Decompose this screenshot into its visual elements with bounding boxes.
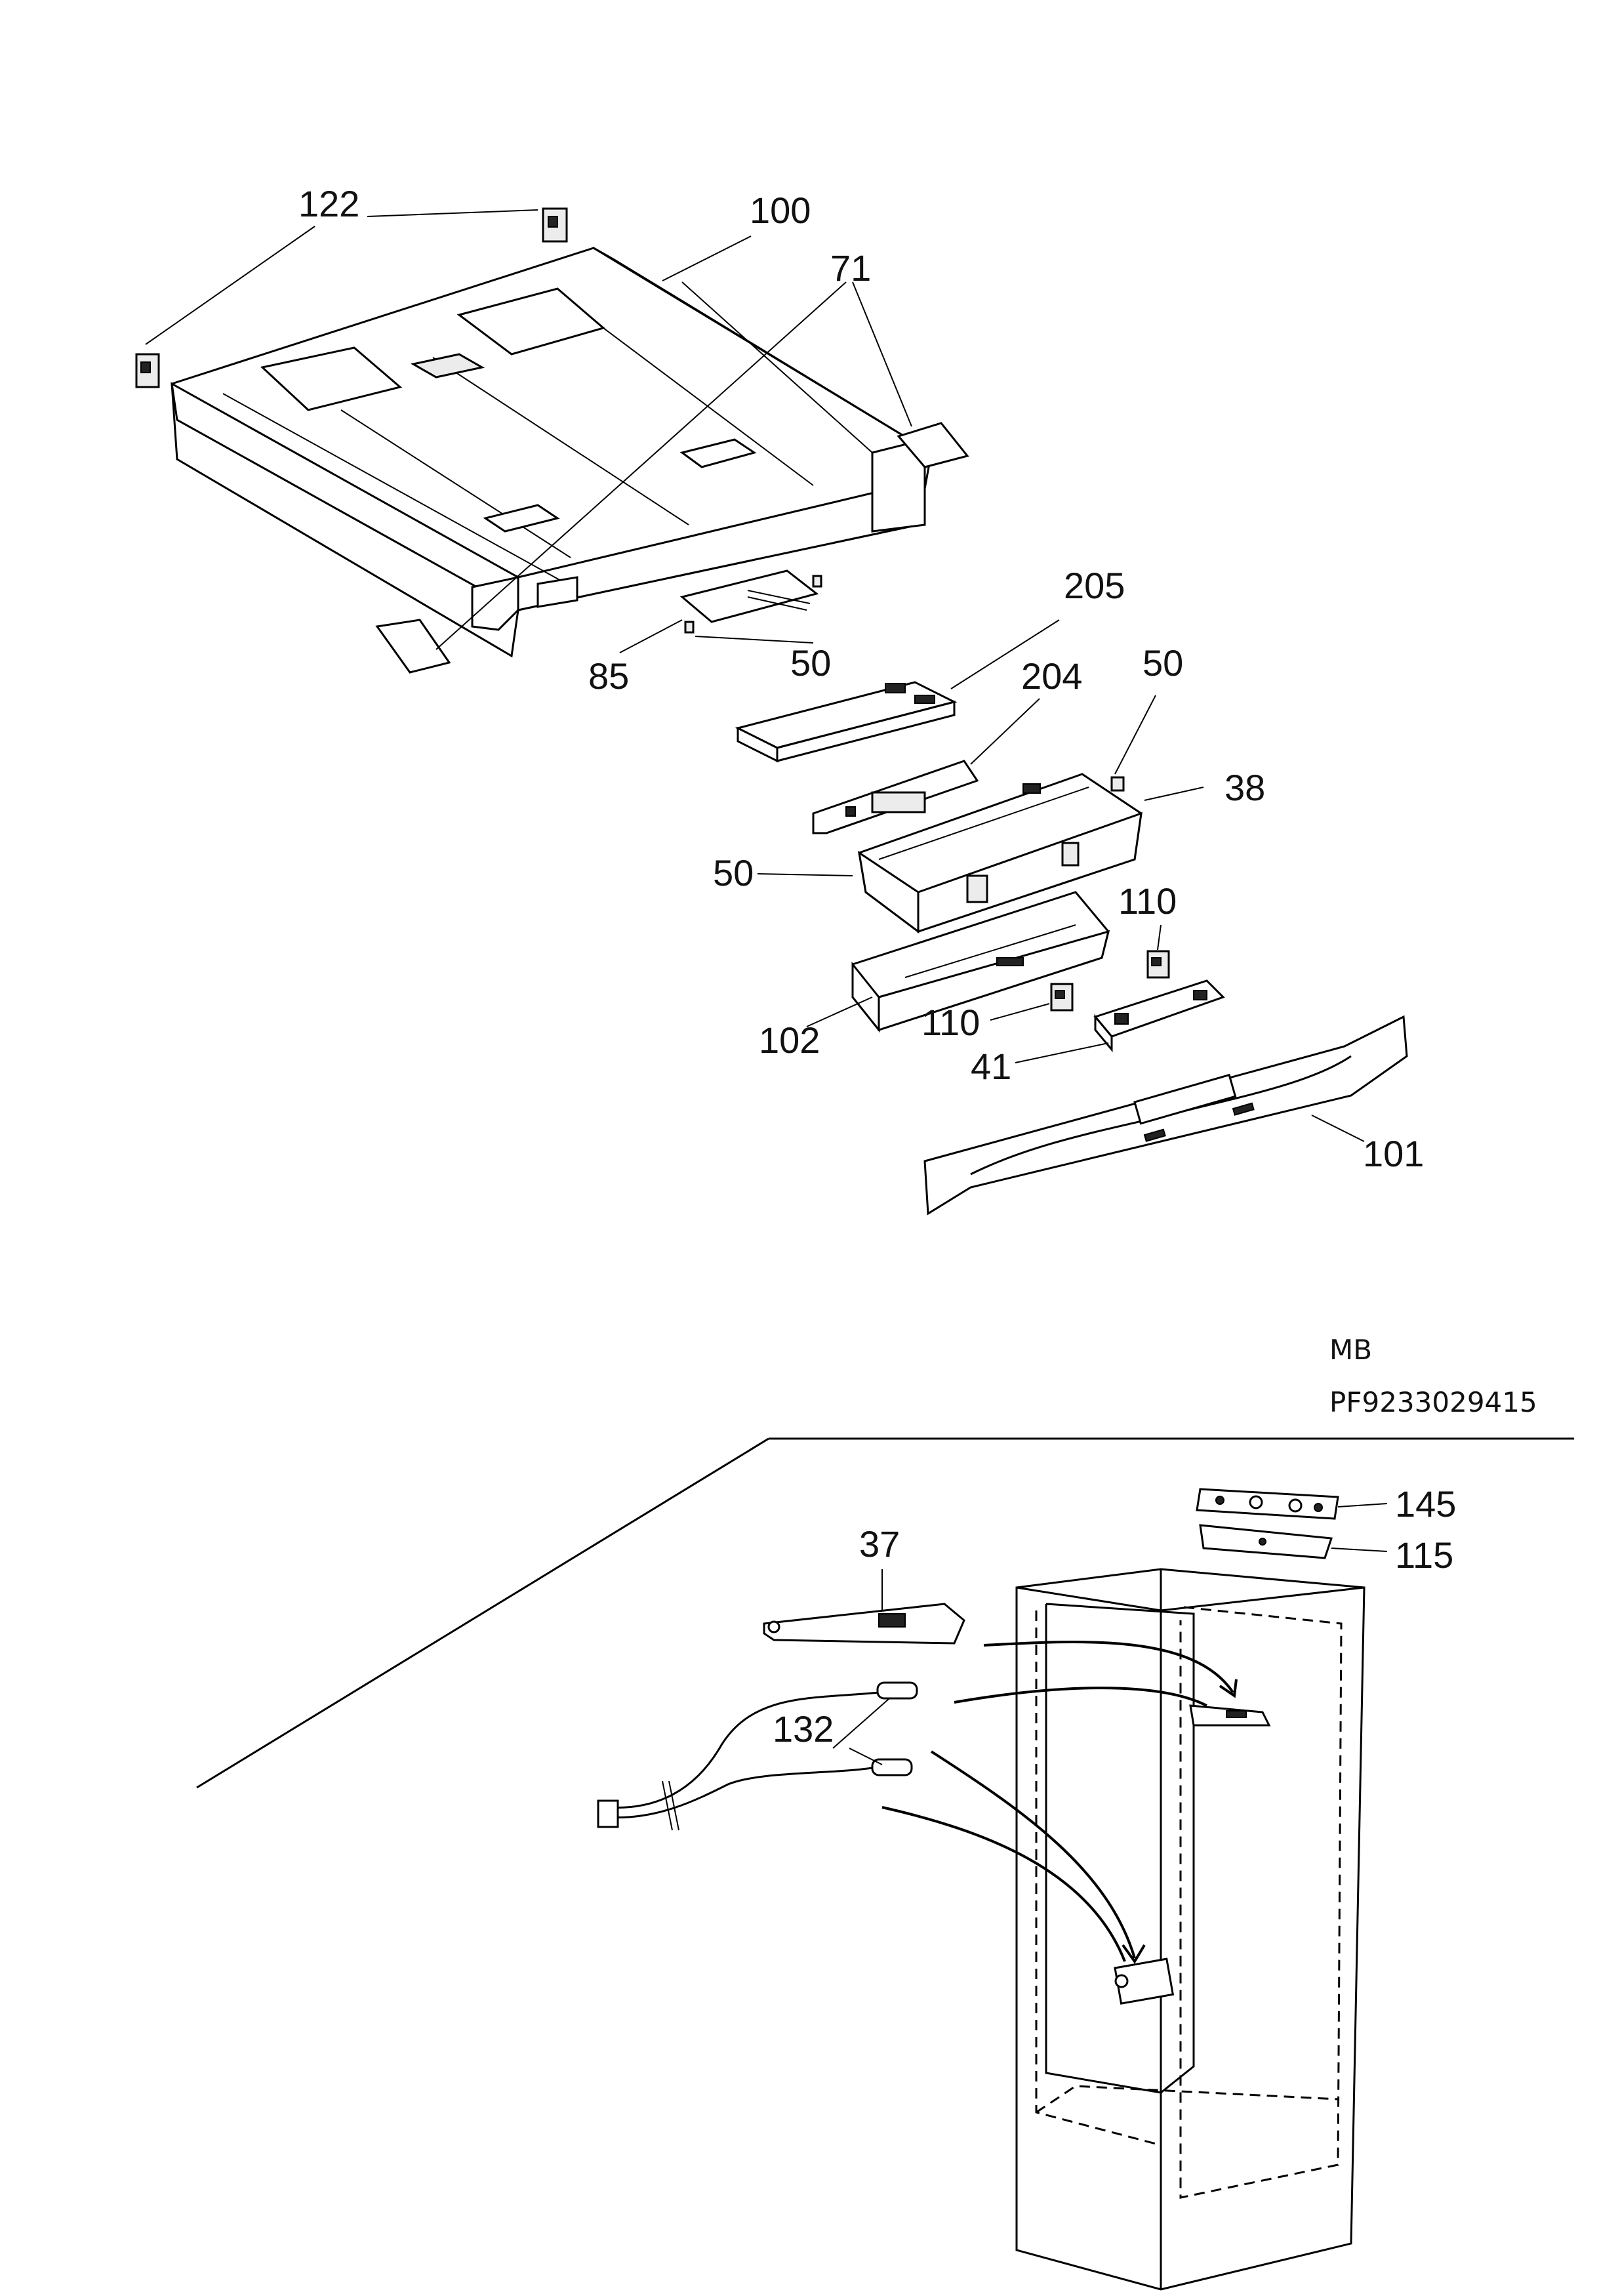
callout-110-b: 110 [921,1002,980,1043]
top-cover-part-100 [171,247,933,658]
cover-strip-part-115 [1199,1524,1333,1559]
callout-110-a: 110 [1118,880,1177,922]
leader-132-b [832,1698,889,1749]
front-panel-part-101 [923,1015,1408,1216]
clip-part-122-right [542,207,568,243]
model-code: MB [1329,1334,1372,1366]
hinge-plate-part-145 [1196,1488,1339,1520]
section-divider [196,1437,1574,1789]
bracket-part-85 [679,569,822,634]
callout-38: 38 [1224,767,1265,808]
part-number: PF9233029415 [1329,1386,1537,1418]
callout-101: 101 [1363,1133,1424,1174]
display-part-41 [1093,979,1225,1053]
assembly-arrows [881,1641,1238,1964]
callout-50-b: 50 [1143,642,1183,684]
callout-115: 115 [1395,1534,1453,1576]
callout-122: 122 [298,183,359,224]
sensor-cable-part-132 [597,1681,918,1831]
leader-lines-upper [145,209,1365,1142]
sensor-holder-part-37 [763,1603,965,1645]
button-part-110-upper [1146,950,1170,979]
cabinet-outline [1015,1568,1365,2291]
sensor-clip-mounted [1114,1958,1175,2005]
callout-85: 85 [588,655,629,697]
callout-102: 102 [759,1019,820,1061]
control-board-part-205 [735,681,958,763]
callout-50-c: 50 [713,852,754,893]
leader-132 [849,1748,883,1765]
cover-plate-part-71-right [897,422,969,468]
callout-71: 71 [830,247,871,289]
callout-100: 100 [750,190,811,231]
callout-145: 145 [1395,1483,1456,1525]
callout-50-a: 50 [790,642,831,684]
clip-part-122-left [135,353,160,388]
callout-37: 37 [859,1523,900,1565]
callout-204: 204 [1021,655,1082,697]
housing-part-38 [857,773,1143,933]
mounting-plate-part-204 [812,760,979,834]
callout-132: 132 [773,1708,834,1750]
cover-plate-part-71-left [375,619,451,674]
callout-205: 205 [1064,565,1125,606]
button-part-110-lower [1050,983,1074,1012]
mounted-sensor-holder [1189,1704,1271,1727]
callout-41: 41 [971,1046,1011,1087]
base-housing-part-102 [851,891,1110,1033]
